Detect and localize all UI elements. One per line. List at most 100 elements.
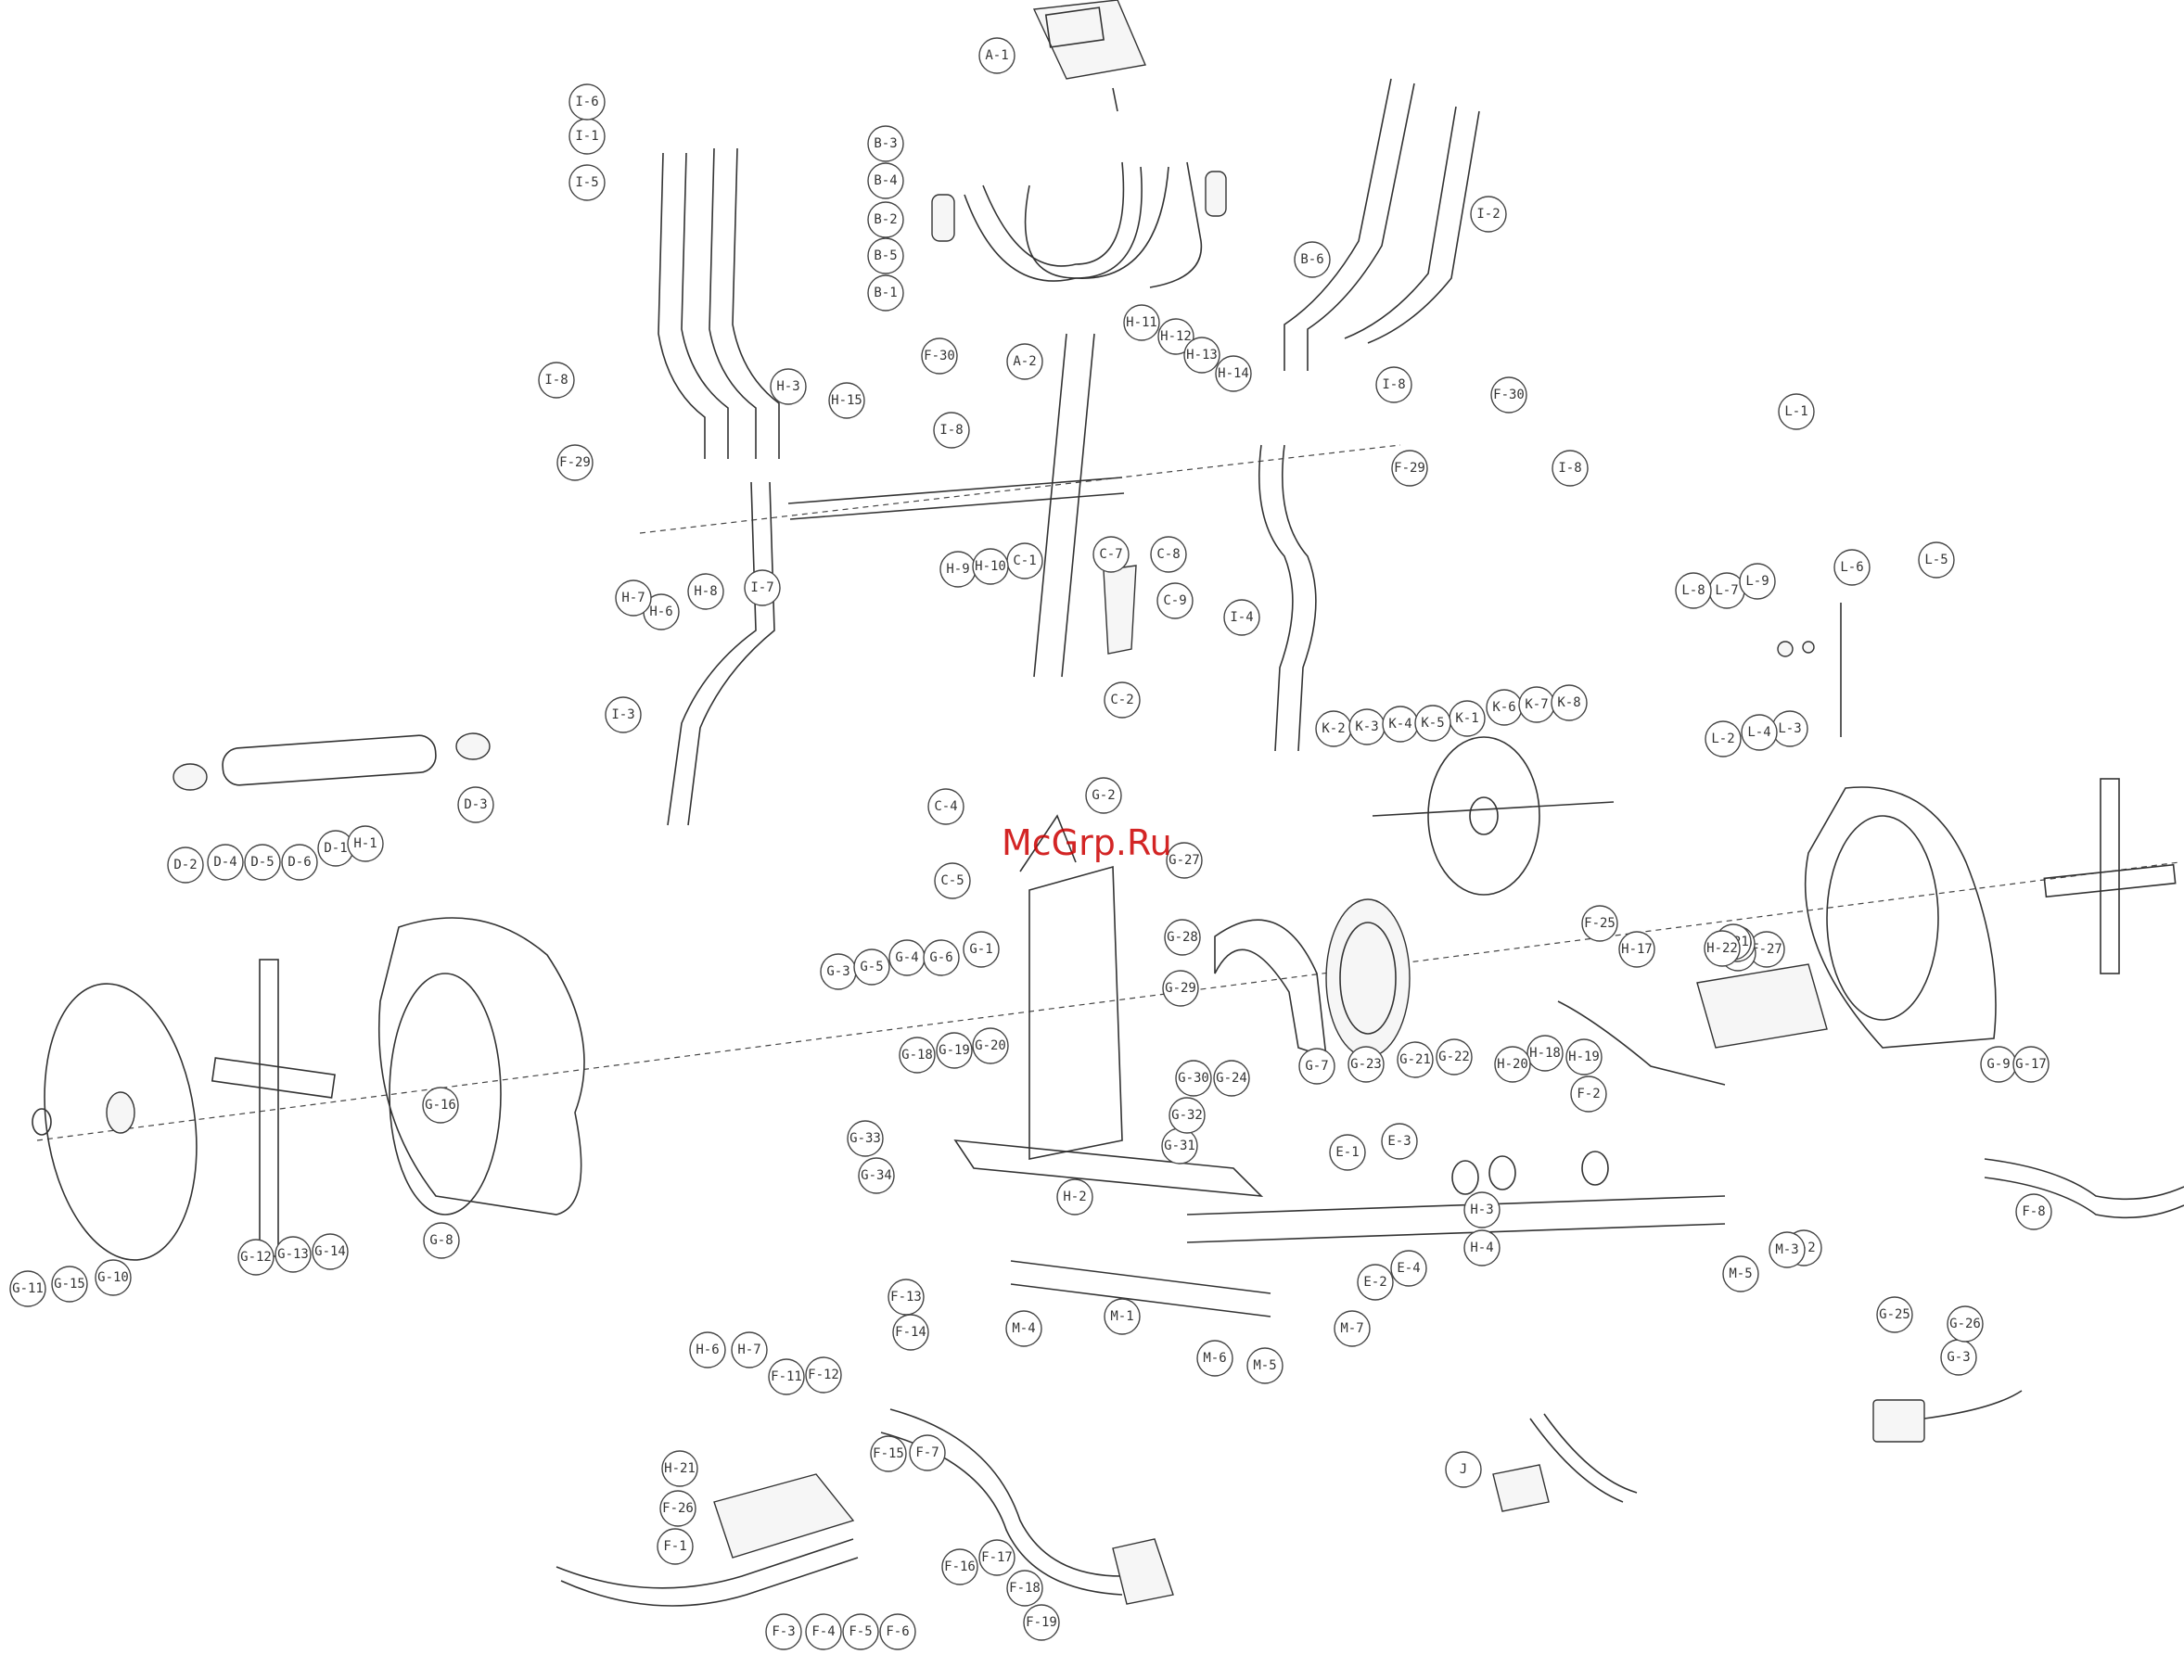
part-callout-label: F-4 xyxy=(811,1624,835,1639)
part-callout-f-19: F-19 xyxy=(1023,1604,1060,1641)
part-callout-g-12: G-12 xyxy=(237,1239,275,1276)
part-callout-g-13: G-13 xyxy=(275,1236,312,1273)
part-callout-label: G-15 xyxy=(54,1277,85,1292)
part-callout-label: C-5 xyxy=(940,873,964,888)
part-callout-label: G-20 xyxy=(975,1038,1006,1053)
part-callout-f-4: F-4 xyxy=(805,1613,842,1650)
part-callout-label: G-14 xyxy=(314,1244,346,1259)
part-callout-h-15: H-15 xyxy=(828,382,865,419)
part-callout-l-9: L-9 xyxy=(1739,563,1776,600)
part-callout-d-4: D-4 xyxy=(207,844,244,881)
part-callout-label: K-7 xyxy=(1525,697,1548,712)
part-callout-label: H-4 xyxy=(1470,1241,1493,1255)
part-callout-label: F-2 xyxy=(1577,1087,1600,1101)
part-callout-k-7: K-7 xyxy=(1518,686,1555,723)
part-callout-i-3: I-3 xyxy=(605,696,642,733)
part-callout-label: H-10 xyxy=(975,559,1006,574)
part-callout-c-8: C-8 xyxy=(1150,536,1187,573)
part-callout-label: I-3 xyxy=(611,707,634,722)
part-callout-label: B-5 xyxy=(874,248,897,263)
part-callout-k-1: K-1 xyxy=(1449,700,1486,737)
cross-bracket-right xyxy=(2043,778,2177,974)
center-frame xyxy=(953,814,1264,1198)
part-callout-label: F-25 xyxy=(1584,916,1616,931)
part-callout-l-5: L-5 xyxy=(1918,541,1955,579)
part-callout-g-19: G-19 xyxy=(936,1032,973,1069)
part-callout-f-15: F-15 xyxy=(870,1435,907,1472)
part-callout-l-8: L-8 xyxy=(1675,572,1712,609)
part-callout-label: F-30 xyxy=(1493,388,1525,402)
upper-handle-poles xyxy=(658,78,1480,459)
part-callout-b-6: B-6 xyxy=(1294,241,1331,278)
part-callout-g-27: G-27 xyxy=(1166,842,1203,879)
spring-assembly xyxy=(1777,603,1842,737)
part-callout-f-2: F-2 xyxy=(1570,1075,1607,1113)
part-callout-label: G-5 xyxy=(860,960,883,974)
flywheel xyxy=(1372,736,1615,896)
part-callout-label: K-6 xyxy=(1492,700,1515,715)
part-callout-label: G-26 xyxy=(1949,1317,1981,1331)
part-callout-label: H-18 xyxy=(1529,1046,1561,1061)
part-callout-c-1: C-1 xyxy=(1006,542,1043,579)
left-housing xyxy=(377,917,585,1215)
part-callout-m-5: M-5 xyxy=(1722,1255,1759,1292)
main-post xyxy=(1033,333,1137,678)
part-callout-label: D-4 xyxy=(213,855,236,870)
part-callout-label: I-7 xyxy=(750,580,773,595)
part-callout-label: F-5 xyxy=(849,1624,872,1639)
part-callout-label: F-30 xyxy=(924,349,955,363)
part-callout-label: G-17 xyxy=(2015,1057,2047,1072)
part-callout-h-9: H-9 xyxy=(939,551,977,588)
part-callout-l-6: L-6 xyxy=(1833,549,1871,586)
part-callout-label: E-3 xyxy=(1387,1134,1411,1149)
part-callout-label: J xyxy=(1460,1462,1467,1477)
part-callout-g-26: G-26 xyxy=(1947,1305,1984,1343)
part-callout-f-6: F-6 xyxy=(879,1613,916,1650)
handlebar-part xyxy=(931,161,1227,288)
part-callout-label: A-1 xyxy=(985,48,1008,63)
part-callout-f-27: F-27 xyxy=(1748,931,1785,968)
part-callout-g-30: G-30 xyxy=(1175,1060,1212,1097)
part-callout-g-15: G-15 xyxy=(51,1266,88,1303)
tension-motor xyxy=(1872,1390,2023,1443)
part-callout-label: H-12 xyxy=(1160,329,1192,344)
part-callout-label: I-8 xyxy=(544,373,568,388)
part-callout-label: I-5 xyxy=(575,175,598,190)
part-callout-f-17: F-17 xyxy=(978,1539,1015,1576)
part-callout-i-4: I-4 xyxy=(1223,599,1260,636)
part-callout-g-5: G-5 xyxy=(853,948,890,986)
part-callout-label: H-19 xyxy=(1568,1050,1600,1064)
front-stabilizer xyxy=(172,732,491,791)
part-callout-l-7: L-7 xyxy=(1708,572,1745,609)
part-callout-label: G-12 xyxy=(240,1250,272,1265)
part-callout-label: K-5 xyxy=(1421,716,1444,731)
part-callout-h-21: H-21 xyxy=(661,1450,698,1487)
part-callout-label: G-32 xyxy=(1171,1108,1203,1123)
part-callout-label: F-6 xyxy=(886,1624,909,1639)
part-callout-f-11: F-11 xyxy=(768,1358,805,1395)
part-callout-label: D-2 xyxy=(173,858,197,872)
part-callout-label: F-3 xyxy=(772,1624,795,1639)
part-callout-label: G-23 xyxy=(1350,1057,1382,1072)
part-callout-label: E-1 xyxy=(1335,1145,1359,1160)
part-callout-label: L-6 xyxy=(1840,560,1863,575)
part-callout-g-18: G-18 xyxy=(899,1037,936,1074)
part-callout-label: G-19 xyxy=(939,1043,970,1058)
part-callout-a-2: A-2 xyxy=(1006,343,1043,380)
part-callout-b-1: B-1 xyxy=(867,274,904,312)
part-callout-g-23: G-23 xyxy=(1347,1046,1385,1083)
part-callout-label: H-11 xyxy=(1126,315,1157,330)
part-callout-label: H-13 xyxy=(1186,348,1218,363)
part-callout-label: M-1 xyxy=(1110,1309,1133,1324)
part-callout-label: L-2 xyxy=(1711,732,1734,746)
part-callout-h-10: H-10 xyxy=(972,548,1009,585)
sensor-bracket xyxy=(1492,1413,1638,1512)
part-callout-g-22: G-22 xyxy=(1436,1038,1473,1075)
part-callout-h-11: H-11 xyxy=(1123,304,1160,341)
part-callout-b-3: B-3 xyxy=(867,125,904,162)
part-callout-c-5: C-5 xyxy=(934,862,971,899)
part-callout-f-25: F-25 xyxy=(1581,905,1618,942)
part-callout-f-30: F-30 xyxy=(1490,376,1527,414)
part-callout-h-1: H-1 xyxy=(347,825,384,862)
